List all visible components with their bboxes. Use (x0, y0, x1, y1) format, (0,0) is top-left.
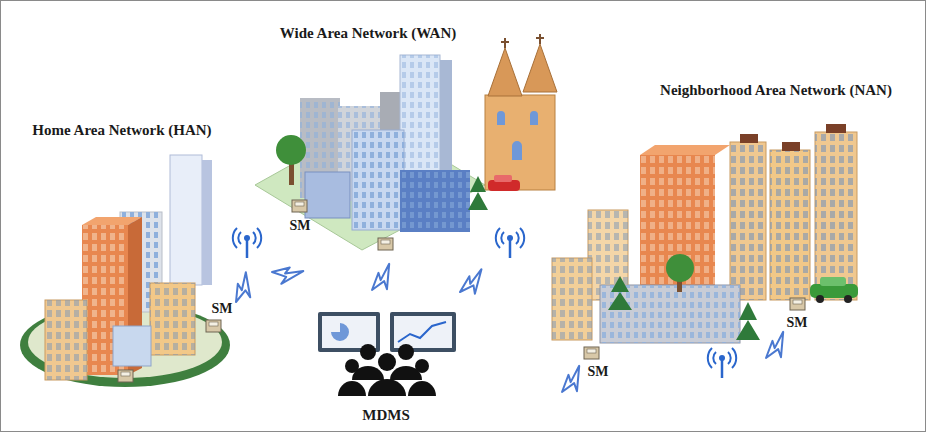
wireless-bolt (556, 366, 591, 399)
church (485, 95, 555, 190)
people (338, 344, 436, 396)
antenna (708, 348, 736, 378)
pine-tree (468, 176, 488, 210)
building (815, 132, 857, 300)
mdms-station (318, 312, 456, 396)
building (770, 150, 810, 300)
smart-meter (206, 320, 221, 332)
smart-meter (584, 347, 599, 359)
smart-meter (118, 370, 133, 382)
wan-city (255, 34, 557, 250)
steeple (488, 48, 522, 96)
line-chart (398, 322, 446, 342)
wheel (844, 295, 852, 303)
building (150, 283, 195, 355)
pie-chart (331, 323, 349, 341)
wireless-bolt (760, 332, 795, 365)
steeple (523, 44, 557, 92)
windows (400, 170, 470, 232)
windows (552, 258, 592, 340)
car-roof (494, 175, 512, 182)
roof (826, 124, 846, 133)
meter-label: SM (290, 217, 311, 235)
pine-tree (608, 276, 632, 310)
tree (666, 254, 694, 282)
smart-meter (790, 298, 805, 310)
building (305, 172, 350, 218)
windows (150, 283, 195, 355)
wheel (816, 295, 824, 303)
nan-city (552, 124, 858, 359)
wireless-bolt (456, 269, 491, 300)
monitor (390, 312, 456, 352)
wireless-bolt (270, 263, 304, 288)
roof (740, 134, 758, 143)
han-city (20, 155, 230, 387)
building (400, 170, 470, 232)
antenna (233, 228, 261, 258)
antenna (496, 228, 524, 258)
cross (501, 34, 544, 48)
building (113, 326, 151, 366)
windows (45, 300, 87, 380)
tree (276, 135, 306, 165)
screen (322, 316, 376, 348)
building (552, 258, 592, 340)
building (352, 130, 404, 230)
pine-tree (736, 302, 760, 340)
tower-side (202, 160, 212, 285)
car-roof (820, 277, 846, 286)
smart-meter (292, 200, 307, 212)
system-label: MDMS (362, 406, 410, 424)
wireless-bolt (366, 264, 401, 297)
meter-label: SM (588, 363, 609, 381)
car (810, 284, 858, 298)
windows (770, 150, 810, 300)
network-title: Home Area Network (HAN) (32, 121, 211, 139)
smart-meter (378, 238, 393, 250)
roof (782, 142, 800, 151)
wireless-bolt (229, 272, 261, 307)
network-title: Neighborhood Area Network (NAN) (660, 81, 892, 99)
meter-label: SM (787, 314, 808, 332)
building (45, 300, 87, 380)
roof (640, 145, 730, 155)
tower (170, 155, 202, 285)
windows (352, 130, 404, 230)
building (730, 142, 766, 300)
church-window (497, 111, 538, 160)
network-title: Wide Area Network (WAN) (280, 24, 457, 42)
screen (394, 316, 452, 348)
windows (815, 132, 857, 300)
windows (730, 142, 766, 300)
meter-label: SM (212, 300, 233, 318)
